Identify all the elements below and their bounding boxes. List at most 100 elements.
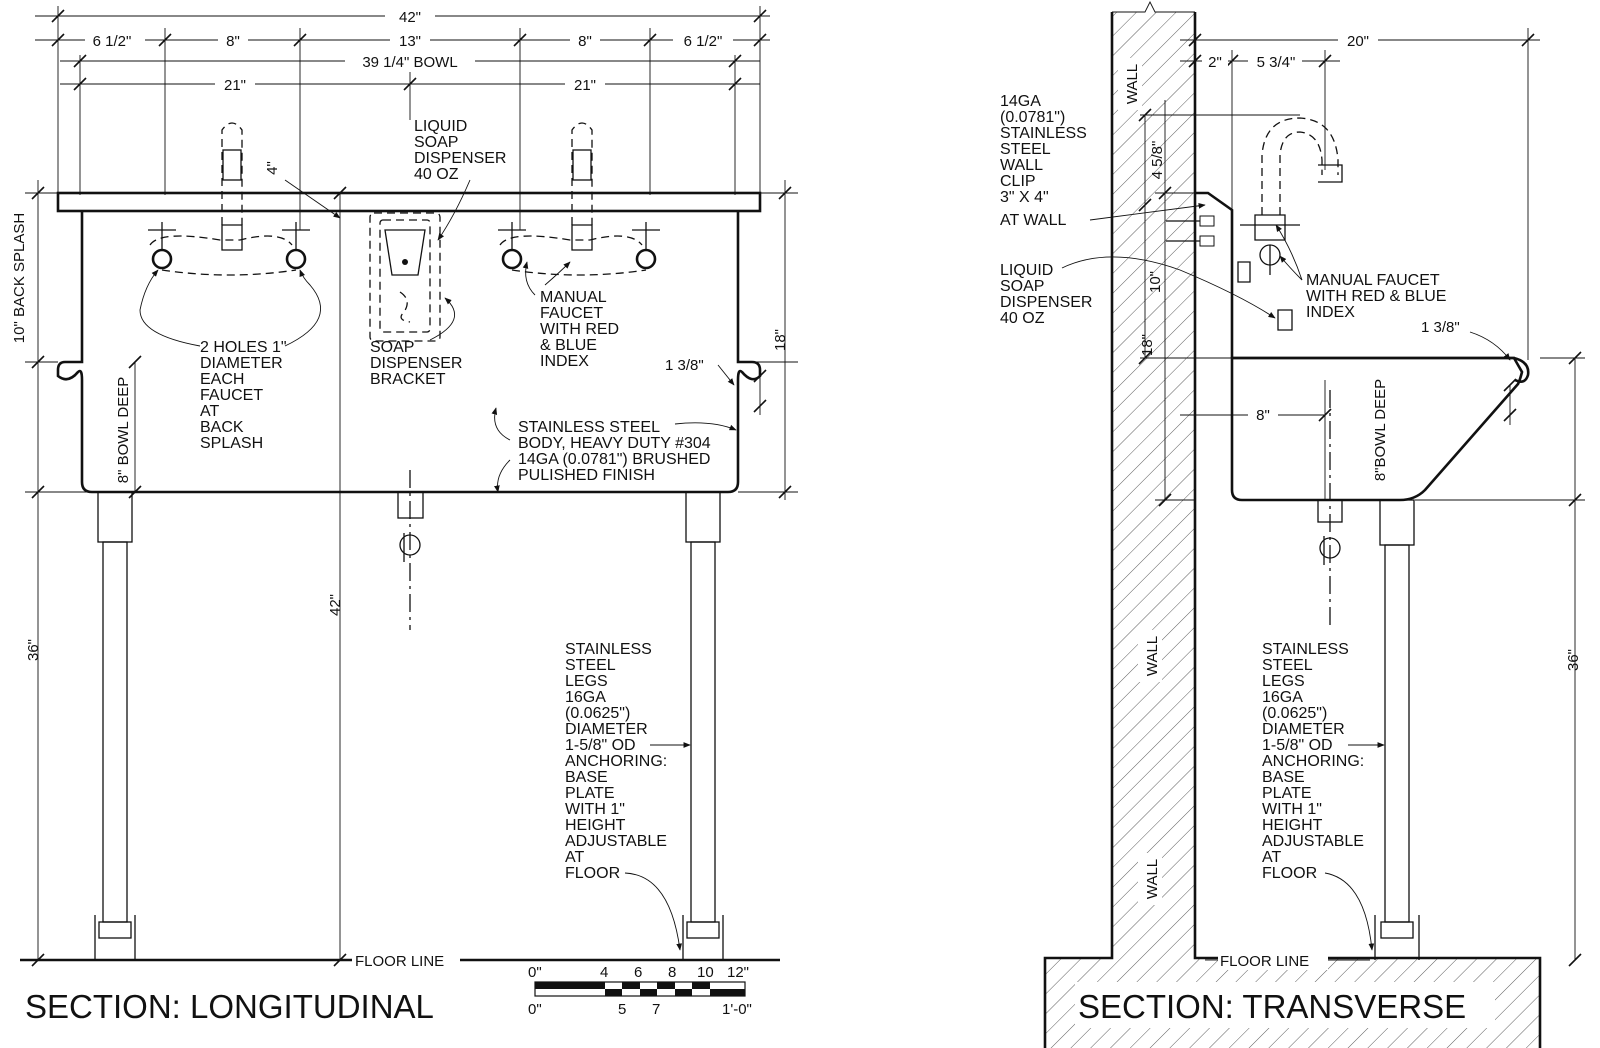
svg-text:14GA (0.0781") BRUSHED: 14GA (0.0781") BRUSHED — [518, 451, 710, 468]
svg-text:16GA: 16GA — [565, 689, 606, 706]
svg-text:ANCHORING:: ANCHORING: — [565, 753, 667, 770]
wall-label-bottom: WALL — [1144, 859, 1161, 899]
svg-text:10: 10 — [697, 964, 714, 981]
svg-text:EACH: EACH — [200, 371, 244, 388]
dim-right-spread: 8" — [578, 33, 592, 50]
svg-text:MANUAL FAUCET: MANUAL FAUCET — [1306, 272, 1440, 289]
dim-left-edge: 6 1/2" — [93, 33, 132, 50]
note-liquid-soap-dispenser-trans: LIQUID SOAP DISPENSER 40 OZ — [1000, 256, 1276, 327]
svg-text:STAINLESS STEEL: STAINLESS STEEL — [518, 419, 660, 436]
svg-text:ANCHORING:: ANCHORING: — [1262, 753, 1364, 770]
svg-text:WITH RED & BLUE: WITH RED & BLUE — [1306, 288, 1446, 305]
dim-backsplash-transverse: 10" — [1147, 271, 1164, 293]
svg-text:2 HOLES 1": 2 HOLES 1" — [200, 339, 287, 356]
longitudinal-vertical-dims — [25, 180, 798, 967]
dim-depth: 20" — [1347, 33, 1369, 50]
svg-text:HEIGHT: HEIGHT — [1262, 817, 1323, 834]
dim-faucet-offset: 5 3/4" — [1257, 54, 1296, 71]
svg-text:CLIP: CLIP — [1000, 173, 1036, 190]
soap-dispenser-bracket — [369, 212, 441, 342]
svg-text:40 OZ: 40 OZ — [414, 166, 459, 183]
dim-half-left: 21" — [224, 77, 246, 94]
svg-text:12": 12" — [727, 964, 749, 981]
svg-text:LIQUID: LIQUID — [1000, 262, 1053, 279]
note-faucet-holes: 2 HOLES 1" DIAMETER EACH FAUCET AT BACK … — [139, 269, 321, 452]
svg-text:DISPENSER: DISPENSER — [370, 355, 462, 372]
note-wall-clip: 14GA (0.0781") STAINLESS STEEL WALL CLIP… — [1000, 93, 1206, 229]
dim-bowl-depth: 8" BOWL DEEP — [115, 377, 132, 483]
svg-text:16GA: 16GA — [1262, 689, 1303, 706]
svg-text:ADJUSTABLE: ADJUSTABLE — [565, 833, 667, 850]
svg-text:STAINLESS: STAINLESS — [1262, 641, 1349, 658]
svg-text:1-5/8" OD: 1-5/8" OD — [565, 737, 636, 754]
longitudinal-dimension-lines — [35, 6, 770, 230]
dim-bowl-width: 39 1/4" BOWL — [362, 54, 457, 71]
note-stainless-body: STAINLESS STEEL BODY, HEAVY DUTY #304 14… — [491, 407, 737, 493]
svg-text:3" X 4": 3" X 4" — [1000, 189, 1049, 206]
svg-text:INDEX: INDEX — [540, 353, 589, 370]
note-stainless-legs-trans: STAINLESS STEEL LEGS 16GA (0.0625") DIAM… — [1262, 641, 1385, 951]
svg-text:6: 6 — [634, 964, 642, 981]
dim-rim-transverse: 1 3/8" — [1421, 319, 1460, 336]
wall-label-mid: WALL — [1144, 636, 1161, 676]
svg-text:(0.0625"): (0.0625") — [565, 705, 630, 722]
svg-text:FLOOR: FLOOR — [1262, 865, 1317, 882]
svg-text:FAUCET: FAUCET — [200, 387, 263, 404]
faucet-left — [148, 122, 310, 276]
svg-text:LIQUID: LIQUID — [414, 118, 467, 135]
title-longitudinal: SECTION: LONGITUDINAL — [25, 988, 434, 1025]
svg-text:AT WALL: AT WALL — [1000, 212, 1066, 229]
svg-text:DIAMETER: DIAMETER — [565, 721, 648, 738]
svg-text:DIAMETER: DIAMETER — [200, 355, 283, 372]
dim-leg-height-transverse: 36" — [1565, 649, 1582, 671]
svg-text:STAINLESS: STAINLESS — [1000, 125, 1087, 142]
svg-text:MANUAL: MANUAL — [540, 289, 607, 306]
dim-bowl-depth-transverse: 8"BOWL DEEP — [1372, 379, 1389, 481]
svg-text:4: 4 — [600, 964, 608, 981]
svg-text:LEGS: LEGS — [1262, 673, 1305, 690]
svg-text:40 OZ: 40 OZ — [1000, 310, 1045, 327]
note-manual-faucet-long: MANUAL FAUCET WITH RED & BLUE INDEX — [522, 261, 619, 370]
backsplash-label: 10" BACK SPLASH — [11, 213, 28, 343]
svg-text:BACK: BACK — [200, 419, 244, 436]
svg-text:AT: AT — [1262, 849, 1281, 866]
floor-line-label-transverse: FLOOR LINE — [1220, 953, 1309, 970]
note-soap-dispenser-bracket: SOAP DISPENSER BRACKET — [370, 297, 462, 388]
svg-text:FLOOR: FLOOR — [565, 865, 620, 882]
dim-half-right: 21" — [574, 77, 596, 94]
wall-clip — [1166, 191, 1234, 358]
dim-faucet-height: 4 5/8" — [1149, 141, 1166, 180]
longitudinal-section: 42" 6 1/2" 8" 13" 8" 6 1/2" 39 1/4" BOWL… — [11, 6, 798, 1025]
svg-text:8: 8 — [668, 964, 676, 981]
svg-text:WITH 1": WITH 1" — [565, 801, 625, 818]
svg-text:(0.0625"): (0.0625") — [1262, 705, 1327, 722]
transverse-section: WALL WALL WALL 20" 2" 5 3/4" — [1000, 0, 1585, 1048]
svg-text:14GA: 14GA — [1000, 93, 1041, 110]
dim-left-spread: 8" — [226, 33, 240, 50]
svg-text:STEEL: STEEL — [1262, 657, 1313, 674]
svg-text:SOAP: SOAP — [1000, 278, 1044, 295]
svg-text:1'-0": 1'-0" — [722, 1001, 752, 1018]
svg-text:7: 7 — [652, 1001, 660, 1018]
dim-total-height-transverse: 18" — [1139, 334, 1156, 356]
svg-text:INDEX: INDEX — [1306, 304, 1355, 321]
dim-leg-height: 36" — [25, 639, 42, 661]
svg-text:STAINLESS: STAINLESS — [565, 641, 652, 658]
dim-floor-height: 42" — [327, 594, 344, 616]
svg-text:SOAP: SOAP — [370, 339, 414, 356]
dim-backsplash-offset: 4" — [264, 161, 281, 175]
floor-line-label-longitudinal: FLOOR LINE — [355, 953, 444, 970]
svg-text:DIAMETER: DIAMETER — [1262, 721, 1345, 738]
svg-text:HEIGHT: HEIGHT — [565, 817, 626, 834]
dim-overall-width: 42" — [399, 9, 421, 26]
note-liquid-soap-dispenser: LIQUID SOAP DISPENSER 40 OZ — [414, 118, 506, 241]
note-stainless-legs-long: STAINLESS STEEL LEGS 16GA (0.0625") DIAM… — [565, 641, 691, 951]
note-manual-faucet-trans: MANUAL FAUCET WITH RED & BLUE INDEX — [1275, 224, 1446, 321]
svg-text:STEEL: STEEL — [1000, 141, 1051, 158]
bowl-depth-label-trans: 8"BOWL DEEP — [1372, 379, 1389, 481]
dim-bowl-width-transverse: 8" — [1256, 407, 1270, 424]
svg-text:STEEL: STEEL — [565, 657, 616, 674]
dim-center: 13" — [399, 33, 421, 50]
svg-text:PLATE: PLATE — [565, 785, 615, 802]
